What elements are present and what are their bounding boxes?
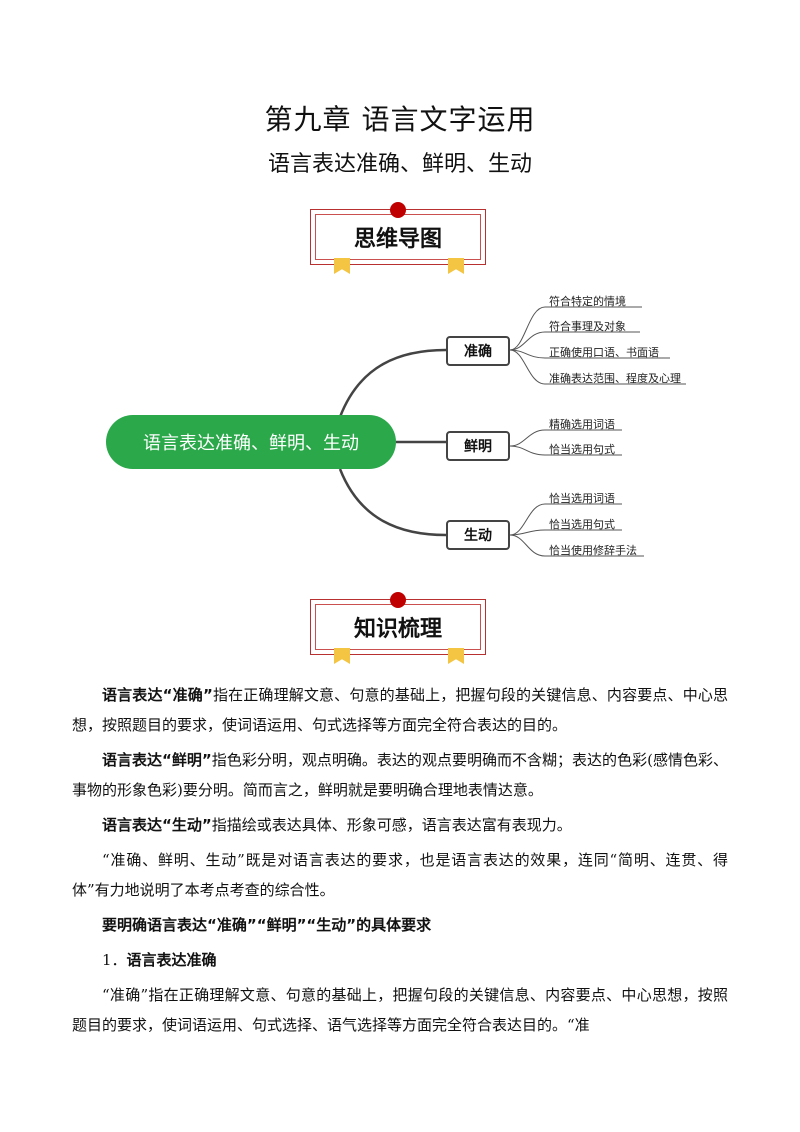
mind-map: 语言表达准确、鲜明、生动 准确 鲜明 生动 符合特定的情境 符合事理及对象 正确… [0, 285, 800, 575]
branch-shengdong: 生动 [446, 520, 510, 550]
chapter-title: 第九章 语言文字运用 [264, 103, 536, 136]
leaf: 恰当选用词语 [549, 492, 615, 505]
body-content: 语言表达“准确”指在正确理解文意、句意的基础上，把握句段的关键信息、内容要点、中… [72, 680, 728, 1045]
subsection-heading: 1．语言表达准确 [102, 951, 217, 969]
ribbon-icon [448, 258, 464, 274]
leaf: 正确使用口语、书面语 [549, 346, 659, 359]
mind-map-connectors [338, 306, 686, 557]
leaf: 恰当选用句式 [549, 443, 615, 456]
pin-icon [390, 202, 406, 218]
section-heading: 要明确语言表达“准确”“鲜明”“生动”的具体要求 [102, 916, 432, 934]
branch-zhunque: 准确 [446, 336, 510, 366]
leaf: 恰当使用修辞手法 [549, 544, 637, 557]
paragraph: 语言表达“生动”指描绘或表达具体、形象可感，语言表达富有表现力。 [102, 816, 572, 834]
banner-knowledge: 知识梳理 [310, 592, 488, 664]
leaf: 恰当选用句式 [549, 518, 615, 531]
mind-map-root: 语言表达准确、鲜明、生动 [106, 415, 396, 469]
leaf: 精确选用词语 [549, 418, 615, 431]
pin-icon [390, 592, 406, 608]
paragraph: “准确”指在正确理解文意、句意的基础上，把握句段的关键信息、内容要点、中心思想，… [72, 986, 728, 1034]
ribbon-icon [334, 258, 350, 274]
leaf: 符合特定的情境 [549, 295, 626, 308]
paragraph: 语言表达“鲜明”指色彩分明，观点明确。表达的观点要明确而不含糊；表达的色彩(感情… [72, 751, 728, 799]
leaf: 符合事理及对象 [549, 320, 626, 333]
paragraph: “准确、鲜明、生动”既是对语言表达的要求，也是语言表达的效果，连同“简明、连贯、… [72, 851, 728, 899]
page-subtitle: 语言表达准确、鲜明、生动 [267, 152, 532, 177]
ribbon-icon [334, 648, 350, 664]
leaf: 准确表达范围、程度及心理 [549, 372, 681, 385]
banner-mindmap: 思维导图 [310, 202, 488, 274]
ribbon-icon [448, 648, 464, 664]
banner-mindmap-label: 思维导图 [315, 214, 481, 260]
banner-knowledge-label: 知识梳理 [315, 604, 481, 650]
branch-xianming: 鲜明 [446, 431, 510, 461]
paragraph: 语言表达“准确”指在正确理解文意、句意的基础上，把握句段的关键信息、内容要点、中… [72, 686, 728, 734]
